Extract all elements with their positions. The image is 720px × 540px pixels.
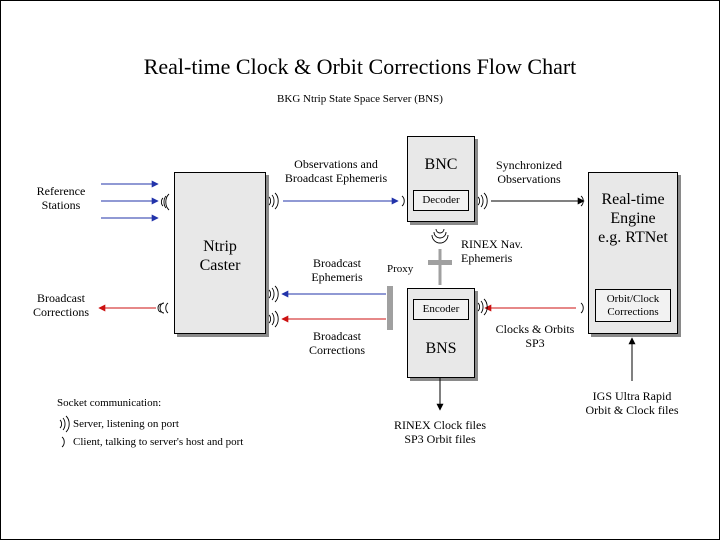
caster-server-socket-right-mid xyxy=(268,285,279,303)
caster-client-socket-extra xyxy=(157,302,165,314)
legend-server-icon xyxy=(59,415,70,433)
chart-title: Real-time Clock & Orbit Corrections Flow… xyxy=(143,54,577,79)
ntrip-caster-title-line1: Ntrip xyxy=(203,238,237,255)
legend-server-text: Server, listening on port xyxy=(73,418,179,430)
rinex-clock-label: RINEX Clock files SP3 Orbit files xyxy=(394,418,486,446)
broadcast-corr-label: Broadcast Corrections xyxy=(309,329,365,357)
realtime-engine-box: Real-time Engine e.g. RTNet Orbit/Clock … xyxy=(588,172,678,334)
rinex-nav-label: RINEX Nav. Ephemeris xyxy=(461,237,523,265)
ntrip-caster-box: Ntrip Caster xyxy=(174,172,266,334)
bnc-title: BNC xyxy=(424,156,458,173)
proxy-label: Proxy xyxy=(387,263,414,275)
broadcast-eph-label: Broadcast Ephemeris xyxy=(311,256,363,284)
legend-client-text: Client, talking to server's host and por… xyxy=(73,436,244,448)
bns-box: Encoder BNS xyxy=(407,288,475,378)
broadcast-corrections-left-label: Broadcast Corrections xyxy=(33,291,89,319)
engine-client-socket xyxy=(580,195,584,207)
rtengine-title-line1: Real-time xyxy=(601,191,665,208)
igs-label: IGS Ultra Rapid Orbit & Clock files xyxy=(585,389,679,417)
sync-obs-label: Synchronized Observations xyxy=(496,158,562,186)
proxy-bar-vertical xyxy=(387,286,393,330)
obs-broadcast-eph-label: Observations and Broadcast Ephemeris xyxy=(284,157,388,185)
bnc-server-socket xyxy=(477,192,488,210)
rtengine-title-line3: e.g. RTNet xyxy=(598,229,668,247)
orbit-clock-line1: Orbit/Clock xyxy=(606,292,660,305)
legend-client-icon xyxy=(61,436,65,448)
orbit-clock-line2: Corrections xyxy=(607,305,659,318)
bns-title: BNS xyxy=(425,340,457,357)
bns-server-socket xyxy=(477,298,488,316)
bnc-box: BNC Decoder xyxy=(407,136,475,222)
clocks-orbits-label: Clocks & Orbits SP3 xyxy=(495,322,575,350)
chart-subtitle: BKG Ntrip State Space Server (BNS) xyxy=(277,93,443,105)
caster-server-socket-top xyxy=(161,193,170,211)
bnc-client-socket xyxy=(401,195,405,207)
caster-client-socket-left xyxy=(165,302,169,314)
ntrip-caster-title-line2: Caster xyxy=(199,257,241,275)
caster-server-socket-right-top xyxy=(268,192,279,210)
legend-heading: Socket communication: xyxy=(57,397,162,409)
reference-stations-label: Reference Stations xyxy=(36,184,86,212)
engine-client-socket-lower xyxy=(580,302,584,314)
caster-server-socket-right-bottom xyxy=(268,310,279,328)
rtengine-title-line2: Engine xyxy=(610,210,656,228)
decoder-box: Decoder xyxy=(413,190,469,211)
orbit-clock-corrections-box: Orbit/Clock Corrections xyxy=(595,289,671,322)
bnc-bottom-server-socket xyxy=(431,228,449,244)
encoder-box: Encoder xyxy=(413,299,469,320)
